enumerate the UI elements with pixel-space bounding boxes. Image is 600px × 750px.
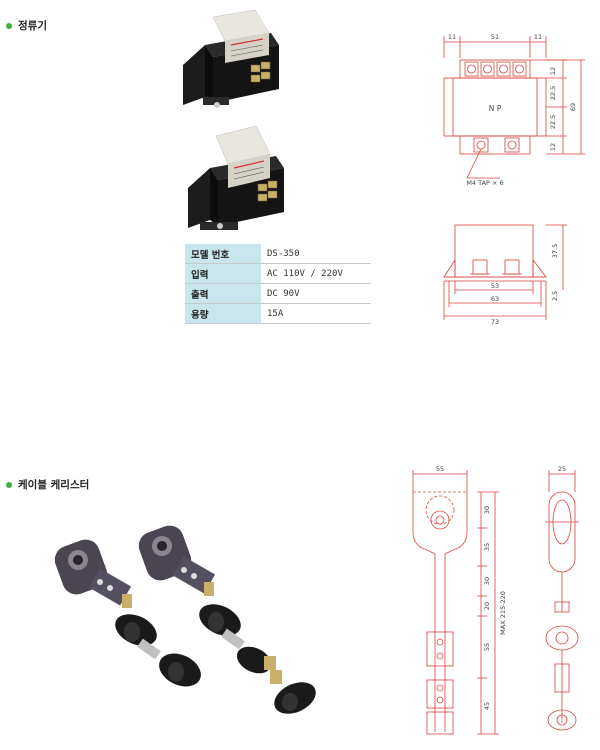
dim-label: 53: [491, 282, 499, 290]
rectifier-photo-1: [183, 9, 279, 108]
spec-label: 용량: [185, 303, 261, 324]
terminal-label: N P: [489, 104, 502, 113]
dim-label: 2.5: [551, 291, 559, 301]
spec-value: 15A: [261, 303, 371, 324]
spec-label: 입력: [185, 263, 261, 284]
dim-label: 12: [549, 143, 557, 151]
bullet-icon: [6, 481, 12, 488]
dim-label: 30: [483, 577, 491, 585]
dim-label: 22.5: [549, 115, 557, 129]
spec-value: DC 90V: [261, 283, 371, 304]
dim-label: MAX 215-220: [499, 591, 507, 635]
spec-value: AC 110V / 220V: [261, 263, 371, 284]
spec-value: DS-350: [261, 244, 371, 264]
table-row: 출력 DC 90V: [185, 283, 371, 304]
dim-label: 37.5: [551, 244, 559, 258]
rectifier-drawing: 11 51 11 N P 12 22.5 22.5 12 69 M4 TAP ×…: [443, 33, 585, 326]
bullet-icon: [6, 22, 12, 29]
rectifier-photo-2: [188, 125, 284, 230]
tap-note: M4 TAP × 6: [466, 179, 503, 187]
dim-label: 55: [483, 643, 491, 651]
dim-label: 73: [491, 318, 499, 326]
dim-label: 11: [534, 33, 542, 41]
dim-label: 69: [569, 103, 577, 111]
dim-label: 55: [436, 465, 444, 473]
dim-label: 25: [558, 465, 566, 473]
dim-label: 45: [483, 702, 491, 710]
dim-label: 11: [448, 33, 456, 41]
rectifier-title: 정류기: [18, 20, 47, 32]
dim-label: 20: [483, 602, 491, 610]
cable-carrier-drawing: 55 25 30 35 30 20 55 45 MAX 215-220: [412, 465, 579, 735]
dim-label: 30: [483, 506, 491, 514]
cable-carrier-photo: [54, 525, 316, 714]
dim-label: 12: [549, 67, 557, 75]
dim-label: 51: [491, 33, 499, 41]
section-title-cable-carrier: 케이블 케리스터: [6, 477, 89, 492]
spec-label: 모델 번호: [185, 244, 261, 264]
spec-label: 출력: [185, 283, 261, 304]
table-row: 용량 15A: [185, 303, 371, 324]
section-title-rectifier: 정류기: [6, 18, 47, 33]
dim-label: 63: [491, 295, 499, 303]
dim-label: 35: [483, 543, 491, 551]
dim-label: 22.5: [549, 86, 557, 100]
spec-table: 모델 번호 DS-350 입력 AC 110V / 220V 출력 DC 90V…: [185, 244, 371, 324]
table-row: 입력 AC 110V / 220V: [185, 263, 371, 284]
cable-carrier-title: 케이블 케리스터: [18, 479, 90, 491]
table-row: 모델 번호 DS-350: [185, 244, 371, 264]
